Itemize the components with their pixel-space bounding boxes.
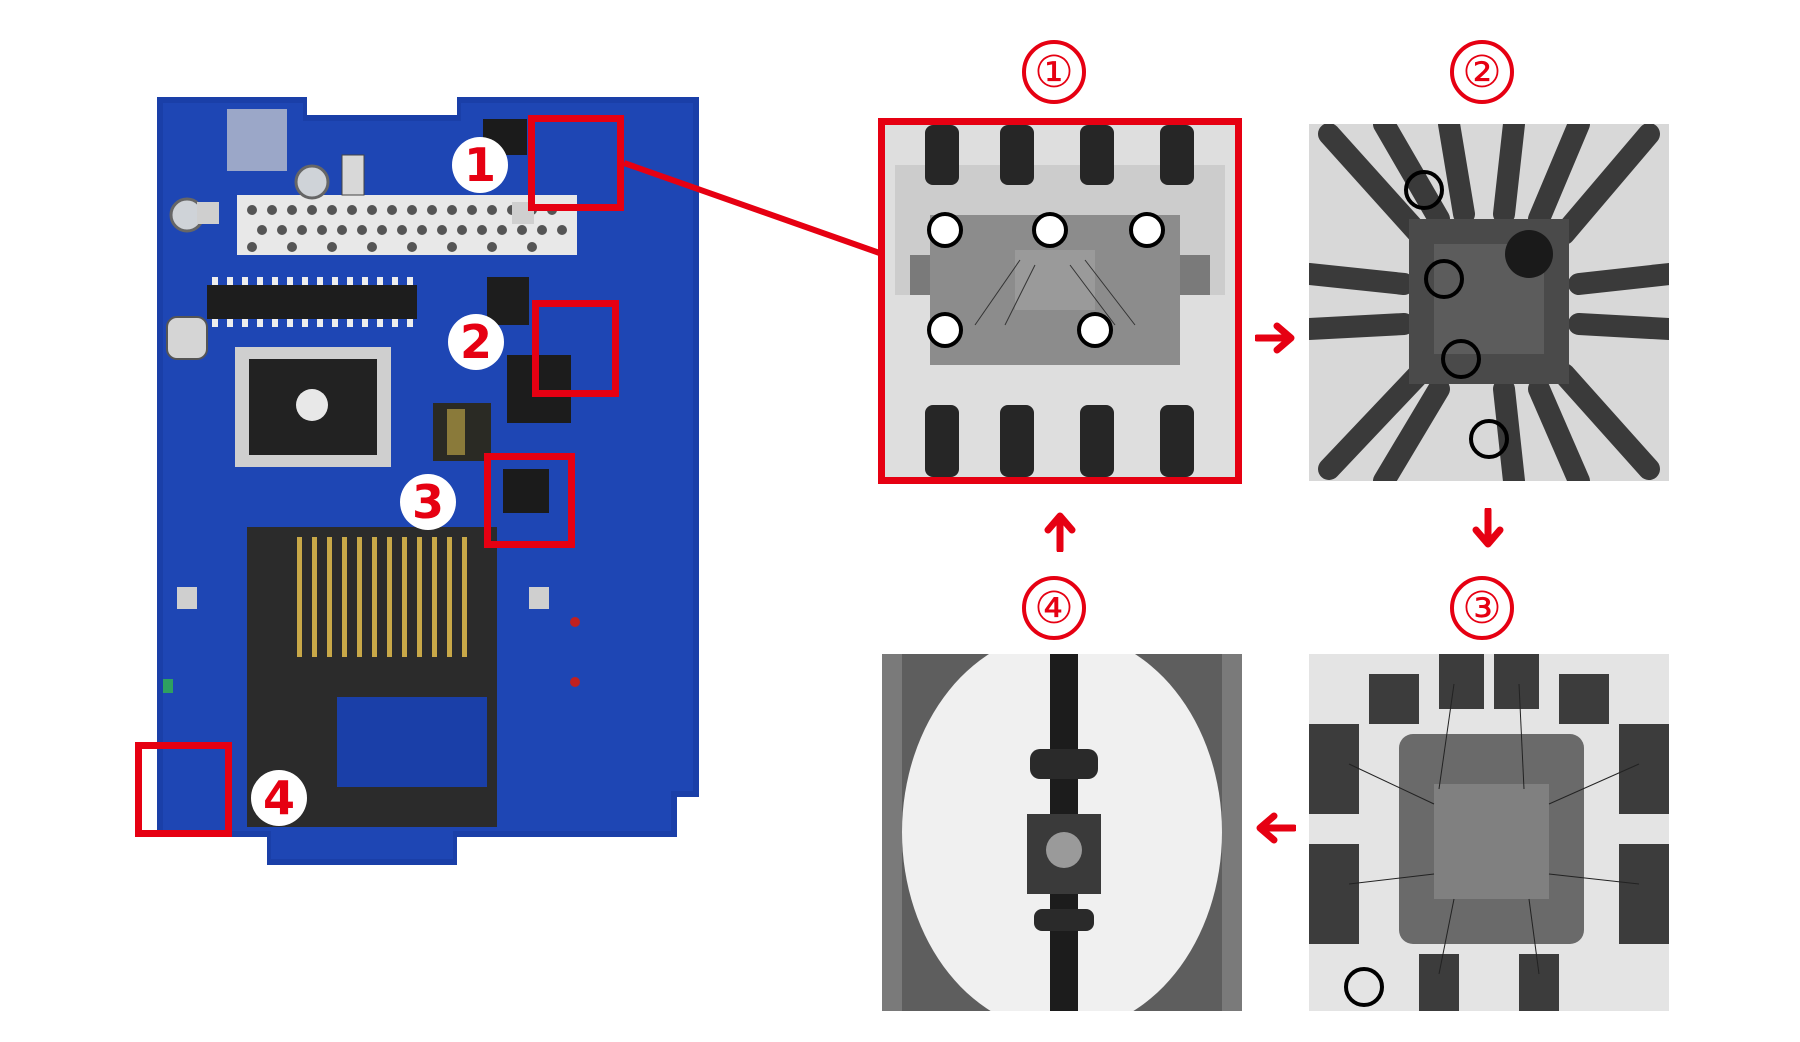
pcb-board-photo [157,97,699,865]
arrow-left-icon [1256,812,1296,844]
arrow-right-icon [1255,322,1295,354]
board-badge-2: 2 [448,314,504,370]
arrow-down-icon [1472,508,1504,548]
board-highlight-4 [135,742,232,837]
board-badge-4: 4 [251,770,307,826]
xray-panel-3 [1309,654,1669,1011]
board-highlight-3 [484,453,575,548]
panel-3-label: ③ [1450,576,1514,640]
board-highlight-2 [532,300,619,397]
panel-1-label: ① [1022,40,1086,104]
board-highlight-1 [528,115,624,211]
xray-panel-4 [882,654,1242,1011]
board-badge-3: 3 [400,474,456,530]
board-badge-1: 1 [452,137,508,193]
xray-panel-2 [1309,124,1669,481]
panel-4-label: ④ [1022,576,1086,640]
xray-panel-1 [878,118,1242,484]
arrow-up-icon [1044,512,1076,552]
panel-2-label: ② [1450,40,1514,104]
